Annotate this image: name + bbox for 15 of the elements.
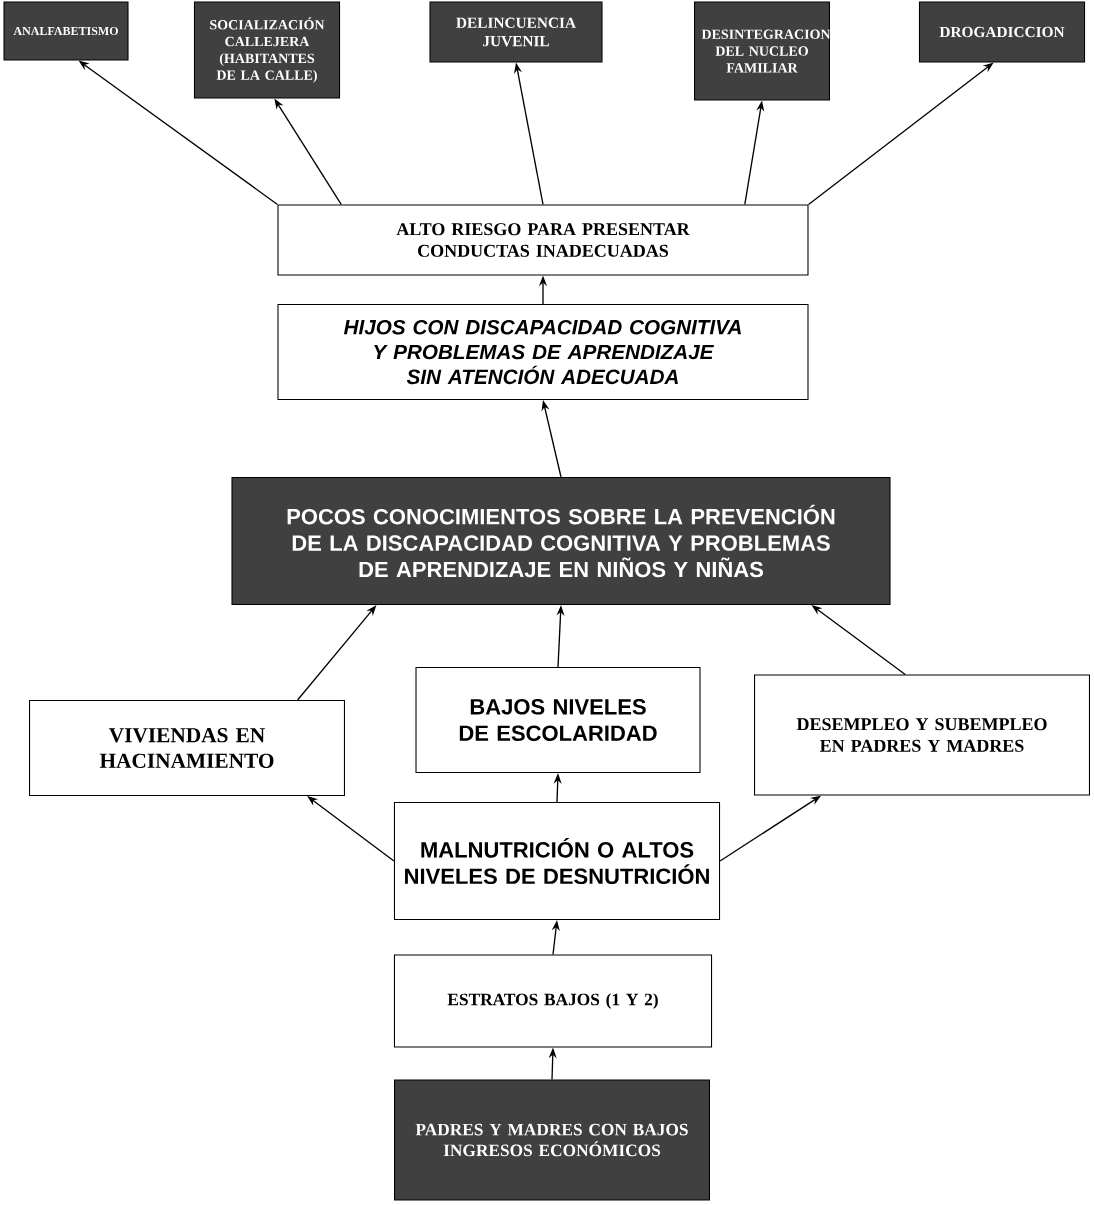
dark-box: POCOS CONOCIMIENTOS SOBRE LA PREVENCIÓN DE LA DISCAPACIDAD COGNITIVA Y PROBLEMAS DE APRENDIZAJE EN NIÑOS Y NIÑAS [231, 477, 891, 605]
process-box: VIVIENDAS EN HACINAMIENTO [29, 700, 345, 796]
dark-box: PADRES Y MADRES CON BAJOS INGRESOS ECONÓMICOS [394, 1079, 710, 1201]
process-box: HIJOS CON DISCAPACIDAD COGNITIVA Y PROBLEMAS DE APRENDIZAJE SIN ATENCIÓN ADECUADA [277, 304, 809, 400]
dark-box: SOCIALIZACIÓN CALLEJERA (HABITANTES DE LA CALLE) [193, 1, 341, 99]
dark-box: ANALFABETISMO [3, 1, 129, 61]
process-box: ALTO RIESGO PARA PRESENTAR CONDUCTAS INADECUADAS [277, 204, 809, 276]
dark-box: DROGADICCION [918, 1, 1086, 63]
arrow [307, 796, 395, 862]
process-box: ESTRATOS BAJOS (1 Y 2) [393, 954, 713, 1048]
process-box: BAJOS NIVELES DE ESCOLARIDAD [415, 666, 701, 774]
dark-box: DELINCUENCIA JUVENIL [429, 1, 603, 63]
process-box: MALNUTRICIÓN O ALTOS NIVELES DE DESNUTRICIÓN [393, 801, 721, 921]
process-box: DESEMPLEO Y SUBEMPLEO EN PADRES Y MADRES [754, 674, 1090, 796]
dark-box: DESINTEGRACION DEL NUCLEO FAMILIAR [694, 1, 831, 101]
